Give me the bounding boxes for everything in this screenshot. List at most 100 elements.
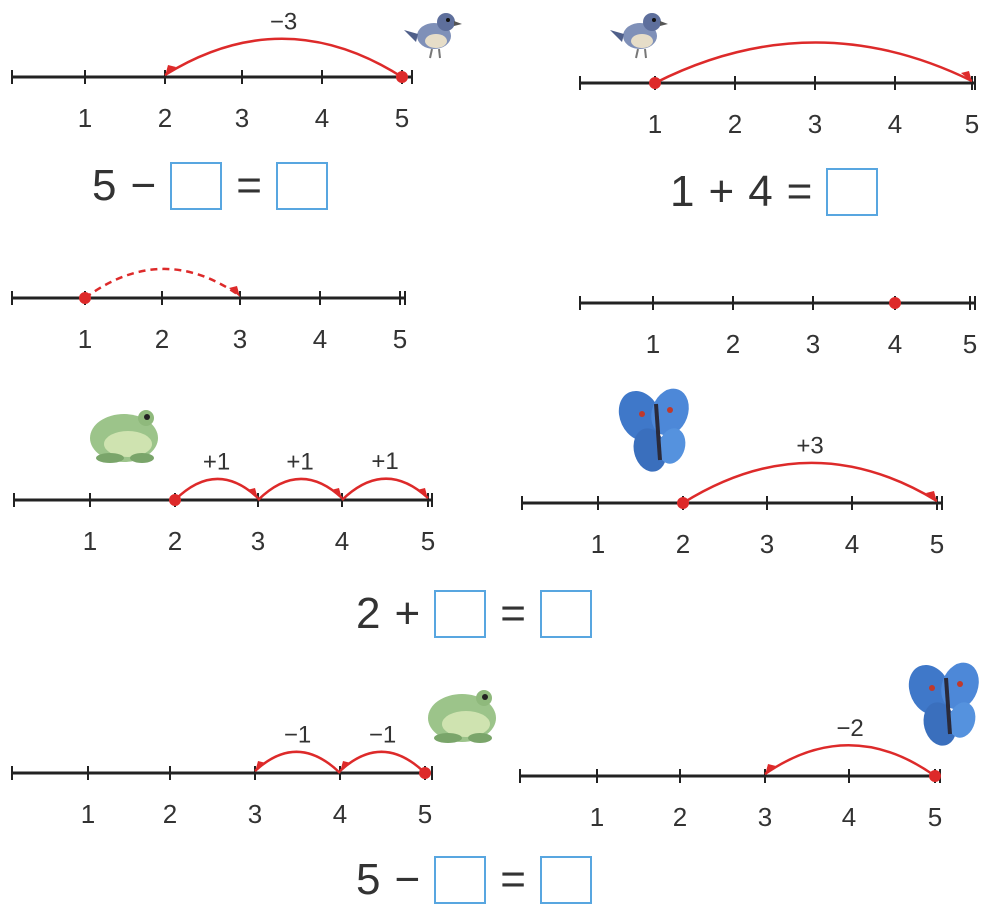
answer-box[interactable] [826, 168, 879, 216]
bird-leg [429, 48, 433, 59]
answer-box[interactable] [434, 590, 487, 638]
jump-arc [682, 461, 938, 505]
jump-label: +1 [286, 448, 313, 475]
tick-label: 5 [930, 529, 944, 559]
equation-operator: − [394, 855, 421, 904]
jump-label: +1 [203, 449, 230, 476]
butterfly-body [654, 403, 662, 461]
butterfly-spot [929, 685, 935, 691]
equation-term: 2 [356, 589, 381, 638]
start-point [169, 494, 181, 506]
tick-label: 2 [728, 109, 742, 139]
tick-label: 2 [673, 802, 687, 832]
butterfly-wing [658, 428, 686, 464]
bird-head [643, 13, 661, 31]
frog-belly [442, 711, 490, 737]
equation-term: 5 [356, 855, 381, 904]
bird-icon [610, 13, 668, 59]
jump-arc [339, 750, 426, 774]
butterfly-body [944, 677, 952, 735]
arrow-head [340, 761, 351, 772]
answer-box[interactable] [170, 162, 223, 210]
tick-label: 2 [158, 103, 172, 133]
arrow-head [331, 488, 342, 499]
butterfly-spot [957, 681, 963, 687]
equation-operator: + [708, 167, 735, 216]
tick-label: 4 [845, 529, 859, 559]
tick-label: 1 [83, 526, 97, 556]
tick-label: 3 [235, 103, 249, 133]
frog-icon [428, 690, 496, 743]
bird-beak [660, 21, 668, 26]
tick-label: 1 [590, 802, 604, 832]
bird-beak [454, 21, 462, 26]
frog-eye [144, 414, 150, 420]
tick-label: 2 [155, 324, 169, 354]
tick-label: 1 [78, 103, 92, 133]
tick-label: 1 [81, 799, 95, 829]
tick-label: 4 [335, 526, 349, 556]
jump-label: −1 [369, 721, 396, 748]
arrow-head [165, 65, 176, 76]
tick-label: 3 [233, 324, 247, 354]
bird-leg [635, 48, 639, 59]
butterfly-spot [639, 411, 645, 417]
jump-label: +3 [796, 432, 823, 459]
tick-label: 5 [393, 324, 407, 354]
arrow-head [255, 761, 266, 772]
tick-label: 3 [808, 109, 822, 139]
answer-box[interactable] [275, 162, 328, 210]
tick-label: 3 [758, 802, 772, 832]
butterfly-icon [908, 662, 979, 746]
frog-leg [130, 453, 154, 463]
bird-head [437, 13, 455, 31]
arrow-head [417, 488, 428, 499]
equals-sign: = [236, 161, 262, 210]
tick-label: 4 [888, 329, 902, 359]
frog-eye [482, 694, 488, 700]
jump-arc [654, 41, 973, 85]
frog-leg [434, 733, 462, 743]
equals-sign: = [786, 167, 813, 216]
bird-tail [610, 30, 624, 42]
answer-box[interactable] [539, 590, 592, 638]
equation-operator: − [130, 161, 157, 210]
bird-tail [404, 30, 418, 42]
tick-label: 1 [78, 324, 92, 354]
tick-label: 5 [963, 329, 977, 359]
start-point [419, 767, 431, 779]
tick-label: 5 [965, 109, 979, 139]
jump-label: +1 [371, 448, 398, 475]
start-point [889, 297, 901, 309]
jump-arc [341, 477, 429, 501]
bird-eye [652, 18, 656, 22]
tick-label: 4 [315, 103, 329, 133]
butterfly-icon [618, 388, 689, 472]
equation-ex1: 5 − = [92, 162, 328, 210]
start-point [79, 292, 91, 304]
tick-label: 5 [395, 103, 409, 133]
start-point [929, 770, 941, 782]
tick-label: 5 [928, 802, 942, 832]
frog-belly [104, 431, 152, 457]
arrow-head [765, 764, 776, 775]
equation-term: 4 [748, 167, 773, 216]
frog-leg [468, 733, 492, 743]
bird-eye [446, 18, 450, 22]
tick-label: 2 [168, 526, 182, 556]
tick-label: 1 [648, 109, 662, 139]
butterfly-spot [667, 407, 673, 413]
jump-arc [764, 744, 936, 778]
arrow-head [961, 71, 972, 82]
tick-label: 3 [251, 526, 265, 556]
answer-box[interactable] [539, 856, 592, 904]
butterfly-wing [948, 702, 976, 738]
jump-label: −2 [836, 715, 863, 742]
answer-box[interactable] [434, 856, 487, 904]
start-point [677, 497, 689, 509]
